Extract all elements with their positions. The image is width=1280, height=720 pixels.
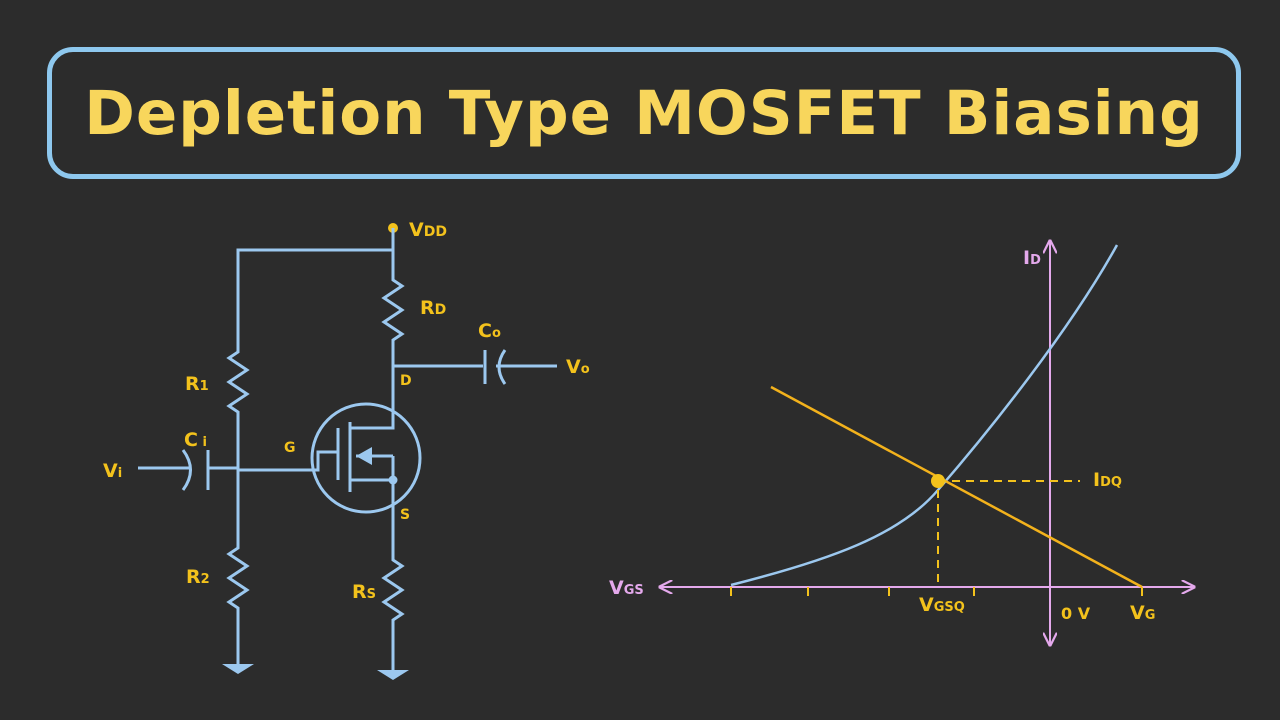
ci-label: C i [184,429,207,451]
r1-resistor [226,345,250,420]
graph-labels: ID VGS IDQ VGSQ 0 V VG [609,247,1155,624]
gate-label: G [284,440,296,456]
mosfet-drain-lead [350,418,395,430]
transfer-graph [660,241,1194,645]
top-rail [236,248,393,345]
transfer-curve [730,244,1119,587]
ground-rs-icon [377,670,409,680]
vo-label: Vo [566,356,590,378]
circuit [138,223,557,680]
ground-r2-icon [222,664,254,674]
r2-resistor [226,540,250,616]
rs-label: RS [352,581,376,603]
mosfet-circle [310,402,422,514]
vi-label: Vi [103,460,122,482]
co-label: Co [478,320,501,342]
drain-label: D [400,373,412,389]
id-axis-label: ID [1023,247,1041,269]
vg-label: VG [1130,602,1155,624]
page-title: Depletion Type MOSFET Biasing [84,77,1204,149]
vgsq-label: VGSQ [919,594,965,616]
axis-ticks [730,587,1143,596]
rd-resistor [381,270,405,350]
mosfet-arrow-icon [356,447,372,465]
r2-label: R2 [186,566,210,588]
idq-label: IDQ [1093,469,1122,491]
gate-wire [238,450,338,472]
title-box: Depletion Type MOSFET Biasing [47,47,1241,179]
source-label: S [400,507,410,523]
vgs-axis-label: VGS [609,577,644,599]
rd-label: RD [420,297,446,319]
zero-volt-label: 0 V [1061,604,1091,623]
rs-resistor [381,552,405,628]
vdd-label: VDD [409,219,447,241]
r1-label: R1 [185,373,209,395]
circuit-labels: VDD RD Co Vo D R1 C i G Vi S R2 RS [103,219,590,603]
q-point [931,474,945,488]
ci-plate-left [181,449,192,491]
bias-line [770,385,1143,589]
